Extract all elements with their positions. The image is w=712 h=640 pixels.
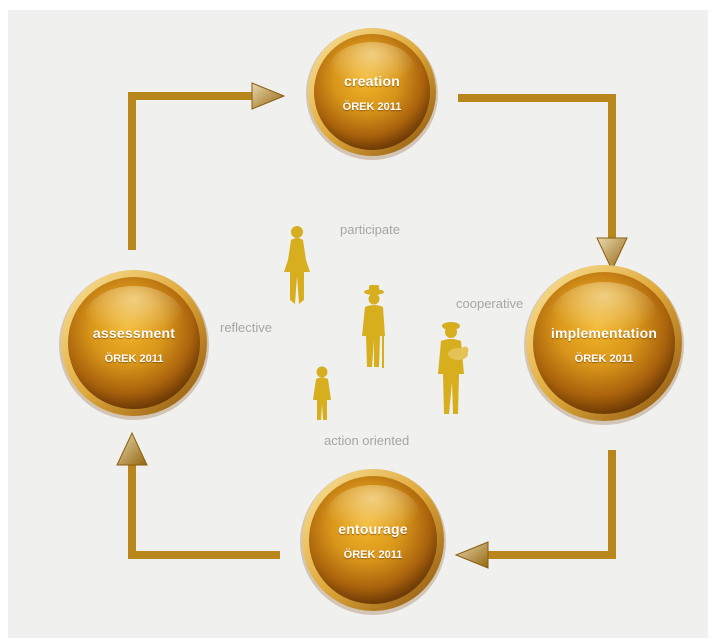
trait-reflective: reflective bbox=[220, 320, 273, 335]
arrowhead-to-assessment bbox=[116, 431, 148, 466]
assessment-medallion bbox=[59, 270, 209, 420]
child-figure bbox=[313, 366, 331, 420]
trait-cooperative: cooperative bbox=[456, 296, 524, 311]
diagram-panel: creation ÖREK 2011 implementation ÖREK 2… bbox=[8, 10, 708, 638]
trait-participate: participate bbox=[340, 222, 400, 237]
elderly-man-with-cane-figure bbox=[362, 285, 385, 368]
creation-medallion bbox=[306, 28, 438, 160]
trait-action-oriented: action oriented bbox=[324, 433, 410, 448]
cycle-diagram bbox=[59, 28, 684, 615]
connector-creation-to-implementation bbox=[458, 94, 616, 242]
connector-implementation-to-entourage bbox=[486, 450, 616, 559]
entourage-medallion bbox=[300, 469, 446, 615]
arrowhead-to-entourage bbox=[454, 541, 489, 569]
arrowhead-to-creation bbox=[251, 82, 286, 110]
woman-figure bbox=[284, 226, 310, 304]
cycle-connectors bbox=[128, 92, 616, 559]
worker-with-baby-figure bbox=[438, 322, 469, 414]
implementation-medallion bbox=[524, 265, 684, 425]
arrowhead-to-implementation bbox=[596, 237, 628, 272]
connector-assessment-to-creation bbox=[128, 92, 256, 250]
connector-entourage-to-assessment bbox=[128, 465, 280, 559]
